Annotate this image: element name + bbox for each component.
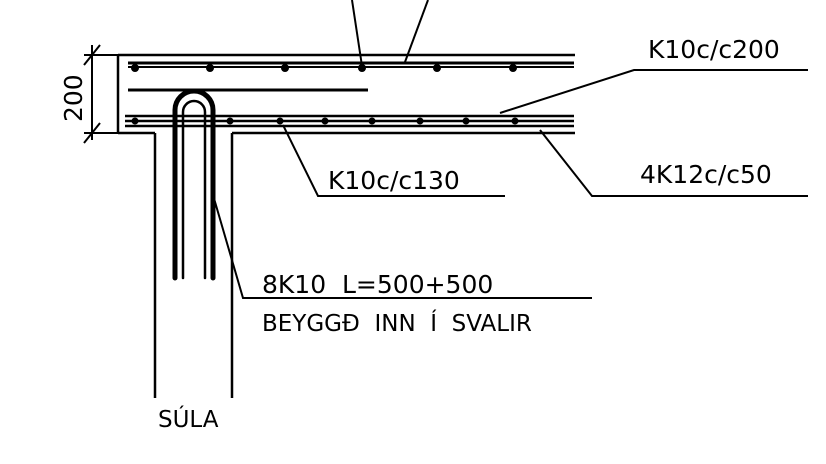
hairpin-rebar	[172, 88, 216, 281]
leader-lines	[212, 0, 808, 299]
top-rebar-label: K10c/c200	[648, 35, 780, 64]
top-rebar-dots	[131, 64, 517, 72]
dimension-200-label: 200	[59, 74, 88, 122]
bottom-rebar-label: K10c/c130	[328, 166, 460, 195]
tie-rebar-label: 4K12c/c50	[640, 160, 772, 189]
dimension-200	[83, 44, 118, 144]
hairpin-label-line1: 8K10 L=500+500	[262, 270, 493, 299]
bottom-rebar	[125, 114, 574, 128]
top-rebar	[128, 61, 574, 92]
hairpin-label-line2: BEYGGÐ INN Í SVALIR	[262, 309, 532, 337]
bottom-rebar-dots	[131, 117, 519, 125]
slab-outline	[116, 53, 575, 135]
column-outline	[153, 133, 234, 398]
column-label: SÚLA	[158, 405, 219, 433]
